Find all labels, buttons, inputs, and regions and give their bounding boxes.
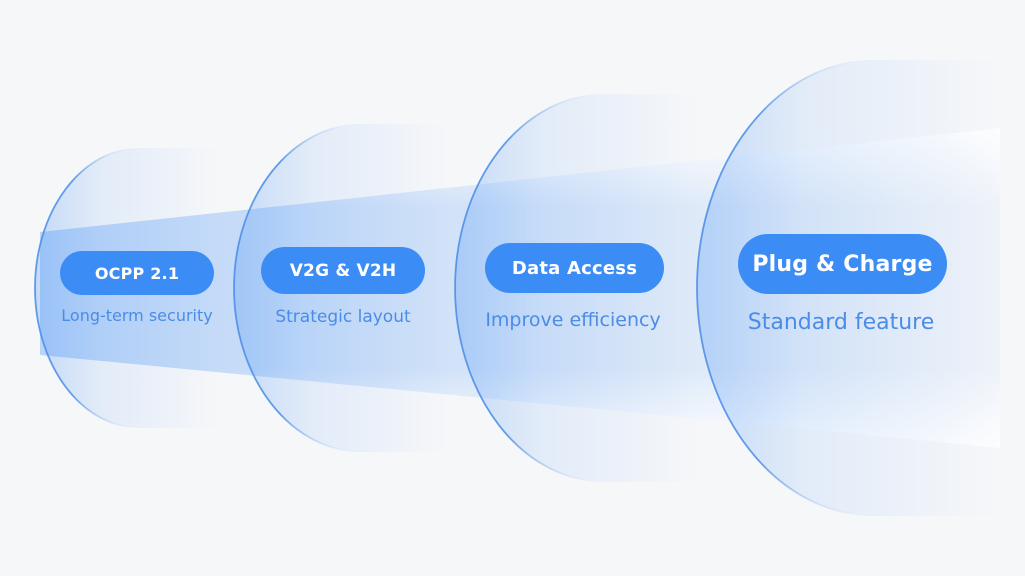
badge-v2g-v2h: V2G & V2H [261,247,425,294]
caption-improve-efficiency: Improve efficiency [485,309,661,331]
caption-standard-feature: Standard feature [747,310,935,335]
badge-data-access: Data Access [485,243,664,293]
badge-plug-and-charge: Plug & Charge [738,234,947,294]
caption-long-term-security: Long-term security [61,306,213,325]
caption-strategic-layout: Strategic layout [275,307,411,327]
badge-ocpp: OCPP 2.1 [60,251,214,295]
